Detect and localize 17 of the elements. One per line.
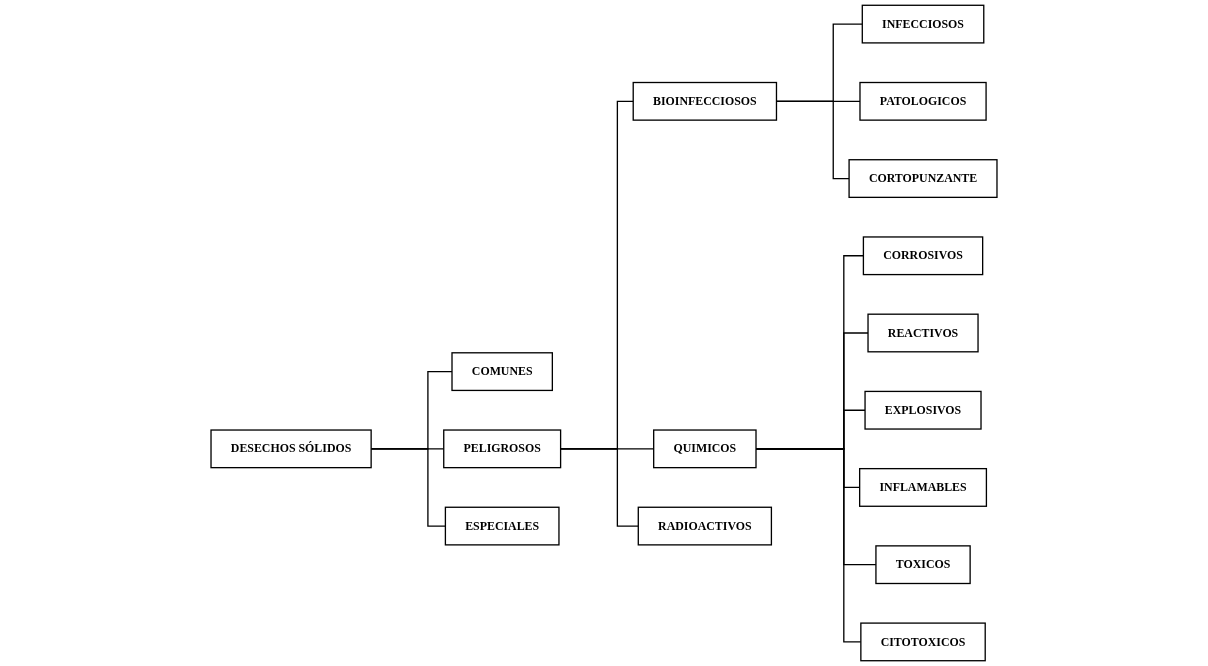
node-box: INFLAMABLES (859, 467, 988, 507)
node-box: ESPECIALES (444, 506, 560, 546)
node-box: PATOLOGICOS (859, 81, 987, 121)
node-box: RADIOACTIVOS (637, 506, 773, 546)
node-box: CORTOPUNZANTE (848, 159, 998, 198)
node-box: DESECHOS SÓLIDOS (210, 429, 372, 469)
node-box: PELIGROSOS (443, 429, 562, 469)
node-box: CORROSIVOS (862, 236, 984, 276)
node-box: QUIMICOS (653, 429, 757, 469)
node-box: COMUNES (451, 352, 553, 392)
node-box: REACTIVOS (867, 313, 979, 353)
node-box: EXPLOSIVOS (864, 390, 982, 430)
node-box: CITOTOXICOS (860, 622, 986, 662)
node-box: BIOINFECCIOSOS (632, 81, 778, 121)
node-box: INFECCIOSOS (861, 4, 985, 44)
node-box: TOXICOS (875, 545, 971, 585)
connector (755, 448, 862, 643)
